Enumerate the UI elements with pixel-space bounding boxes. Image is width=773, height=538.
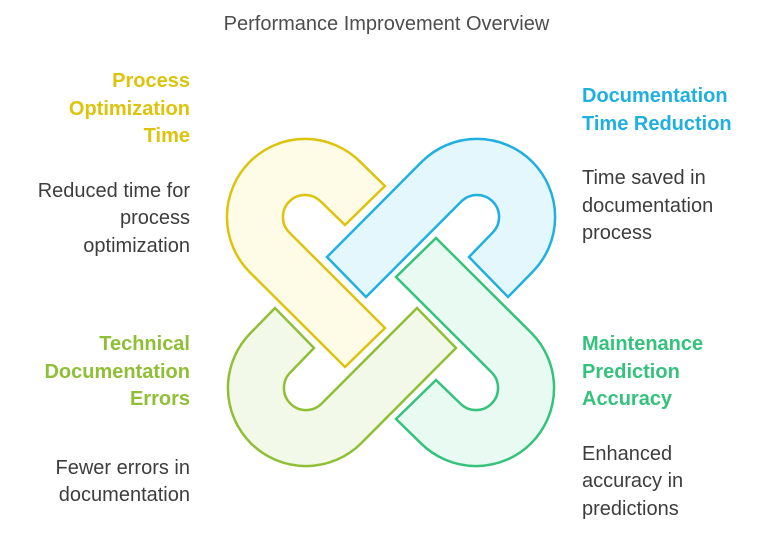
maintenance-prediction-heading: Maintenance Prediction Accuracy [582, 331, 773, 414]
heading-line: Errors [129, 388, 190, 410]
documentation-time-hook-shape [325, 137, 557, 299]
heading-line: Maintenance [582, 333, 704, 355]
heading-line: Documentation [44, 360, 190, 383]
description-line: documentation [58, 484, 190, 506]
maintenance-prediction-description: Enhanced accuracy in predictions [582, 441, 773, 524]
heading-line: Time Reduction [582, 112, 732, 135]
documentation-time-heading: Documentation Time Reduction [582, 83, 773, 138]
heading-line: Process [112, 70, 190, 92]
heading-line: Time [143, 125, 190, 147]
heading-line: Optimization [68, 97, 190, 120]
documentation-time-description: Time saved in documentation process [582, 165, 773, 248]
process-optimization-description: Reduced time for process optimization [0, 178, 190, 261]
heading-line: Documentation [582, 85, 728, 107]
technical-documentation-errors-description: Fewer errors in documentation [0, 455, 190, 510]
description-line: predictions [582, 497, 679, 520]
documentation-time-block: Documentation Time Reduction Time saved … [582, 83, 773, 248]
description-line: process [119, 207, 190, 229]
heading-line: Prediction [582, 360, 680, 383]
description-line: documentation [582, 194, 714, 217]
technical-documentation-errors-heading: Technical Documentation Errors [0, 331, 190, 414]
maintenance-prediction-block: Maintenance Prediction Accuracy Enhanced… [582, 331, 773, 523]
description-line: optimization [83, 234, 190, 257]
process-optimization-hook-shape [225, 137, 387, 369]
technical-documentation-errors-block: Technical Documentation Errors Fewer err… [0, 331, 190, 510]
description-line: process [582, 222, 653, 244]
maintenance-prediction-hook-shape [394, 236, 556, 468]
description-line: Time saved in [582, 167, 706, 189]
heading-line: Technical [99, 333, 190, 355]
diagram-title: Performance Improvement Overview [223, 13, 550, 35]
description-line: Reduced time for [37, 179, 190, 202]
description-line: Fewer errors in [55, 456, 190, 479]
process-optimization-heading: Process Optimization Time [0, 68, 190, 151]
process-optimization-block: Process Optimization Time Reduced time f… [0, 68, 190, 260]
description-line: Enhanced [582, 442, 673, 465]
technical-documentation-errors-hook-shape [226, 306, 458, 468]
heading-line: Accuracy [582, 388, 673, 410]
description-line: accuracy in [582, 470, 684, 492]
